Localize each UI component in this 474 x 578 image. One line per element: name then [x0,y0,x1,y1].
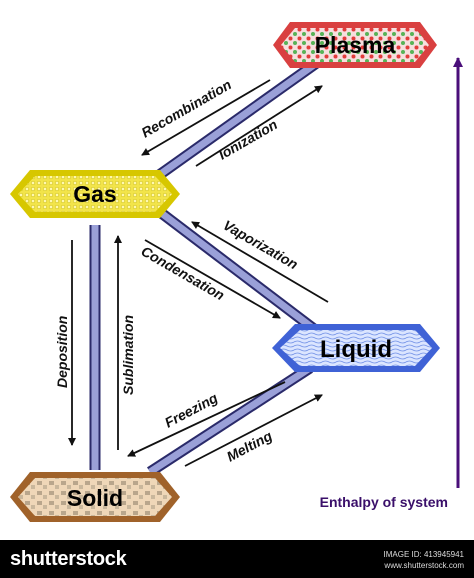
freezing-arrow [127,381,286,457]
footer-brand: shutterstock [10,548,127,570]
gas-node: Gas [10,170,180,218]
connector-bars [89,57,326,477]
liquid-label: Liquid [320,336,392,363]
footer-image-id: IMAGE ID: 413945941 [383,550,465,559]
enthalpy-axis-label: Enthalpy of system [320,494,448,510]
plasma-node: Plasma [273,22,437,68]
sublimation-label: Sublimation [120,315,136,395]
footer-site: www.shutterstock.com [384,561,464,570]
solid-node: Solid [10,472,180,522]
deposition-label: Deposition [54,316,70,388]
solid-label: Solid [67,485,123,511]
transition-arrows [68,79,329,467]
footer-meta: IMAGE ID: 413945941 www.shutterstock.com [384,549,465,571]
liquid-node: Liquid [272,324,440,372]
stock-footer: shutterstock IMAGE ID: 413945941 www.shu… [0,540,474,578]
freezing-label: Freezing [162,389,221,430]
gas-label: Gas [73,181,116,207]
plasma-label: Plasma [315,32,396,58]
ionization-arrow [195,85,323,167]
vaporization-arrow [191,221,329,303]
condensation-arrow [144,239,281,319]
melting-arrow [184,394,323,467]
recombination-arrow [141,79,271,156]
